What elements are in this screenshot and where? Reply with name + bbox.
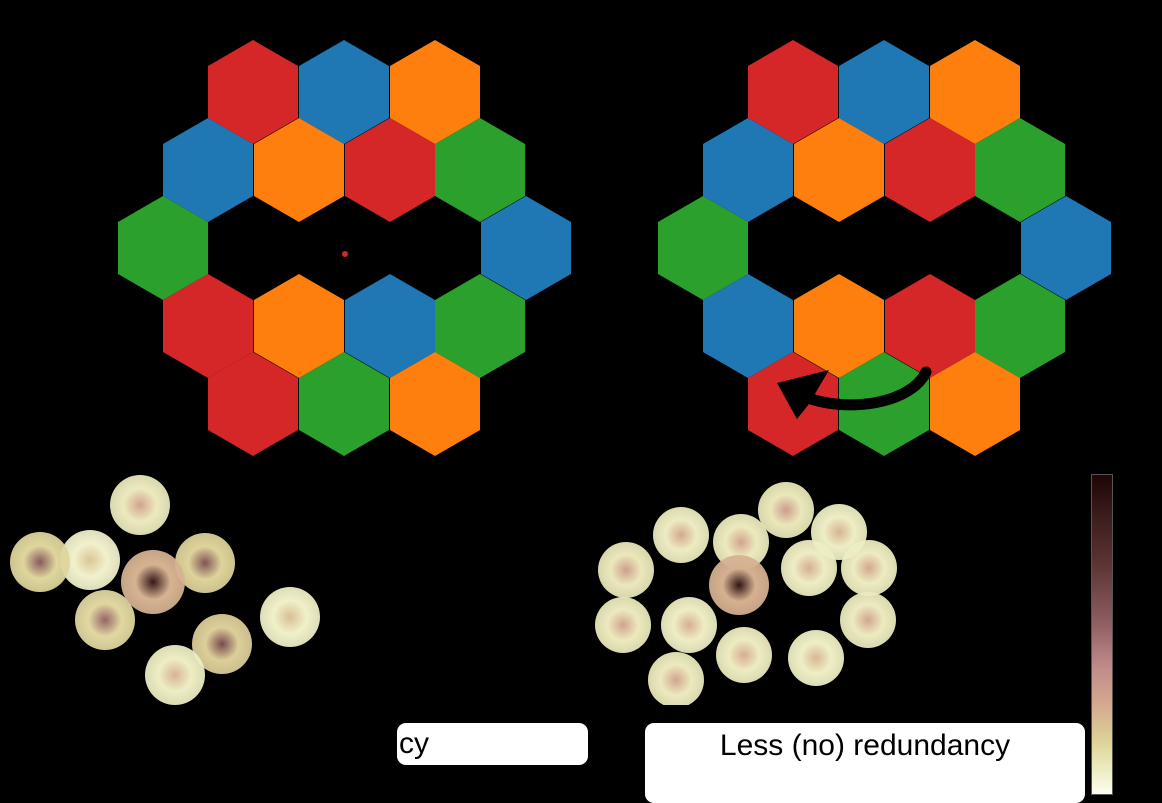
hex-cell: [703, 118, 793, 222]
value-blob: [60, 530, 120, 590]
hex-cell: [794, 274, 884, 378]
value-blob: [75, 590, 135, 650]
hex-cell-group: [118, 40, 571, 456]
blob-field-left-svg: [10, 475, 320, 705]
hex-cell: [794, 118, 884, 222]
hex-cell: [390, 40, 480, 144]
value-blob: [121, 550, 185, 614]
hex-cell: [254, 274, 344, 378]
caption-box-left: cy: [397, 723, 588, 765]
hex-cell: [885, 118, 975, 222]
hex-cell: [930, 352, 1020, 456]
hex-cell: [345, 274, 435, 378]
hex-ring-left-svg: [118, 40, 571, 456]
blob-group: [595, 482, 897, 705]
hex-cell: [975, 274, 1065, 378]
hex-cell: [118, 196, 208, 300]
value-blob: [713, 514, 769, 570]
hex-cell: [930, 40, 1020, 144]
hex-cell: [703, 274, 793, 378]
hex-cell: [254, 118, 344, 222]
hex-cell: [390, 352, 480, 456]
hex-ring-left: [0, 0, 581, 470]
blob-field-left: [0, 460, 581, 705]
hex-cell: [481, 196, 571, 300]
value-blob: [758, 482, 814, 538]
hex-cell: [658, 196, 748, 300]
hex-cell: [435, 118, 525, 222]
hex-cell: [975, 118, 1065, 222]
hex-cell: [748, 40, 838, 144]
value-blob: [175, 533, 235, 593]
hex-cell: [435, 274, 525, 378]
value-blob: [811, 504, 867, 560]
center-dot-icon: [342, 251, 348, 257]
value-blob: [648, 652, 704, 705]
hex-cell: [885, 274, 975, 378]
hex-cell-group: [658, 40, 1111, 456]
value-blob: [595, 597, 651, 653]
value-blob: [192, 614, 252, 674]
value-blob: [709, 555, 769, 615]
redundant-configuration-panel: [0, 0, 581, 705]
hex-cell: [208, 352, 298, 456]
value-blob: [10, 532, 70, 592]
value-blob: [145, 645, 205, 705]
non-redundant-configuration-panel: [581, 0, 1162, 803]
hex-cell: [839, 40, 929, 144]
hex-ring-right: [581, 0, 1162, 470]
hex-cell: [299, 40, 389, 144]
value-blob: [661, 597, 717, 653]
hex-cell: [1021, 196, 1111, 300]
hex-cell: [345, 118, 435, 222]
rotation-arrow-icon: [777, 366, 932, 419]
blob-field-right-svg: [595, 482, 897, 705]
value-blob: [840, 592, 896, 648]
hex-ring-right-svg: [658, 40, 1111, 456]
value-blob: [598, 542, 654, 598]
hex-cell: [163, 118, 253, 222]
value-blob: [260, 587, 320, 647]
caption-left-text: cy: [399, 727, 429, 760]
hex-cell: [163, 274, 253, 378]
hex-cell: [299, 352, 389, 456]
value-blob: [716, 627, 772, 683]
value-blob: [653, 507, 709, 563]
value-blob: [788, 630, 844, 686]
value-colorbar: [1091, 474, 1113, 795]
blob-group: [10, 475, 320, 705]
hex-cell: [208, 40, 298, 144]
blob-field-right: [581, 460, 1162, 705]
value-blob: [110, 475, 170, 535]
caption-right-line1: Less (no) redundancy: [719, 729, 1011, 762]
caption-box-right: Less (no) redundancy: [645, 723, 1085, 803]
